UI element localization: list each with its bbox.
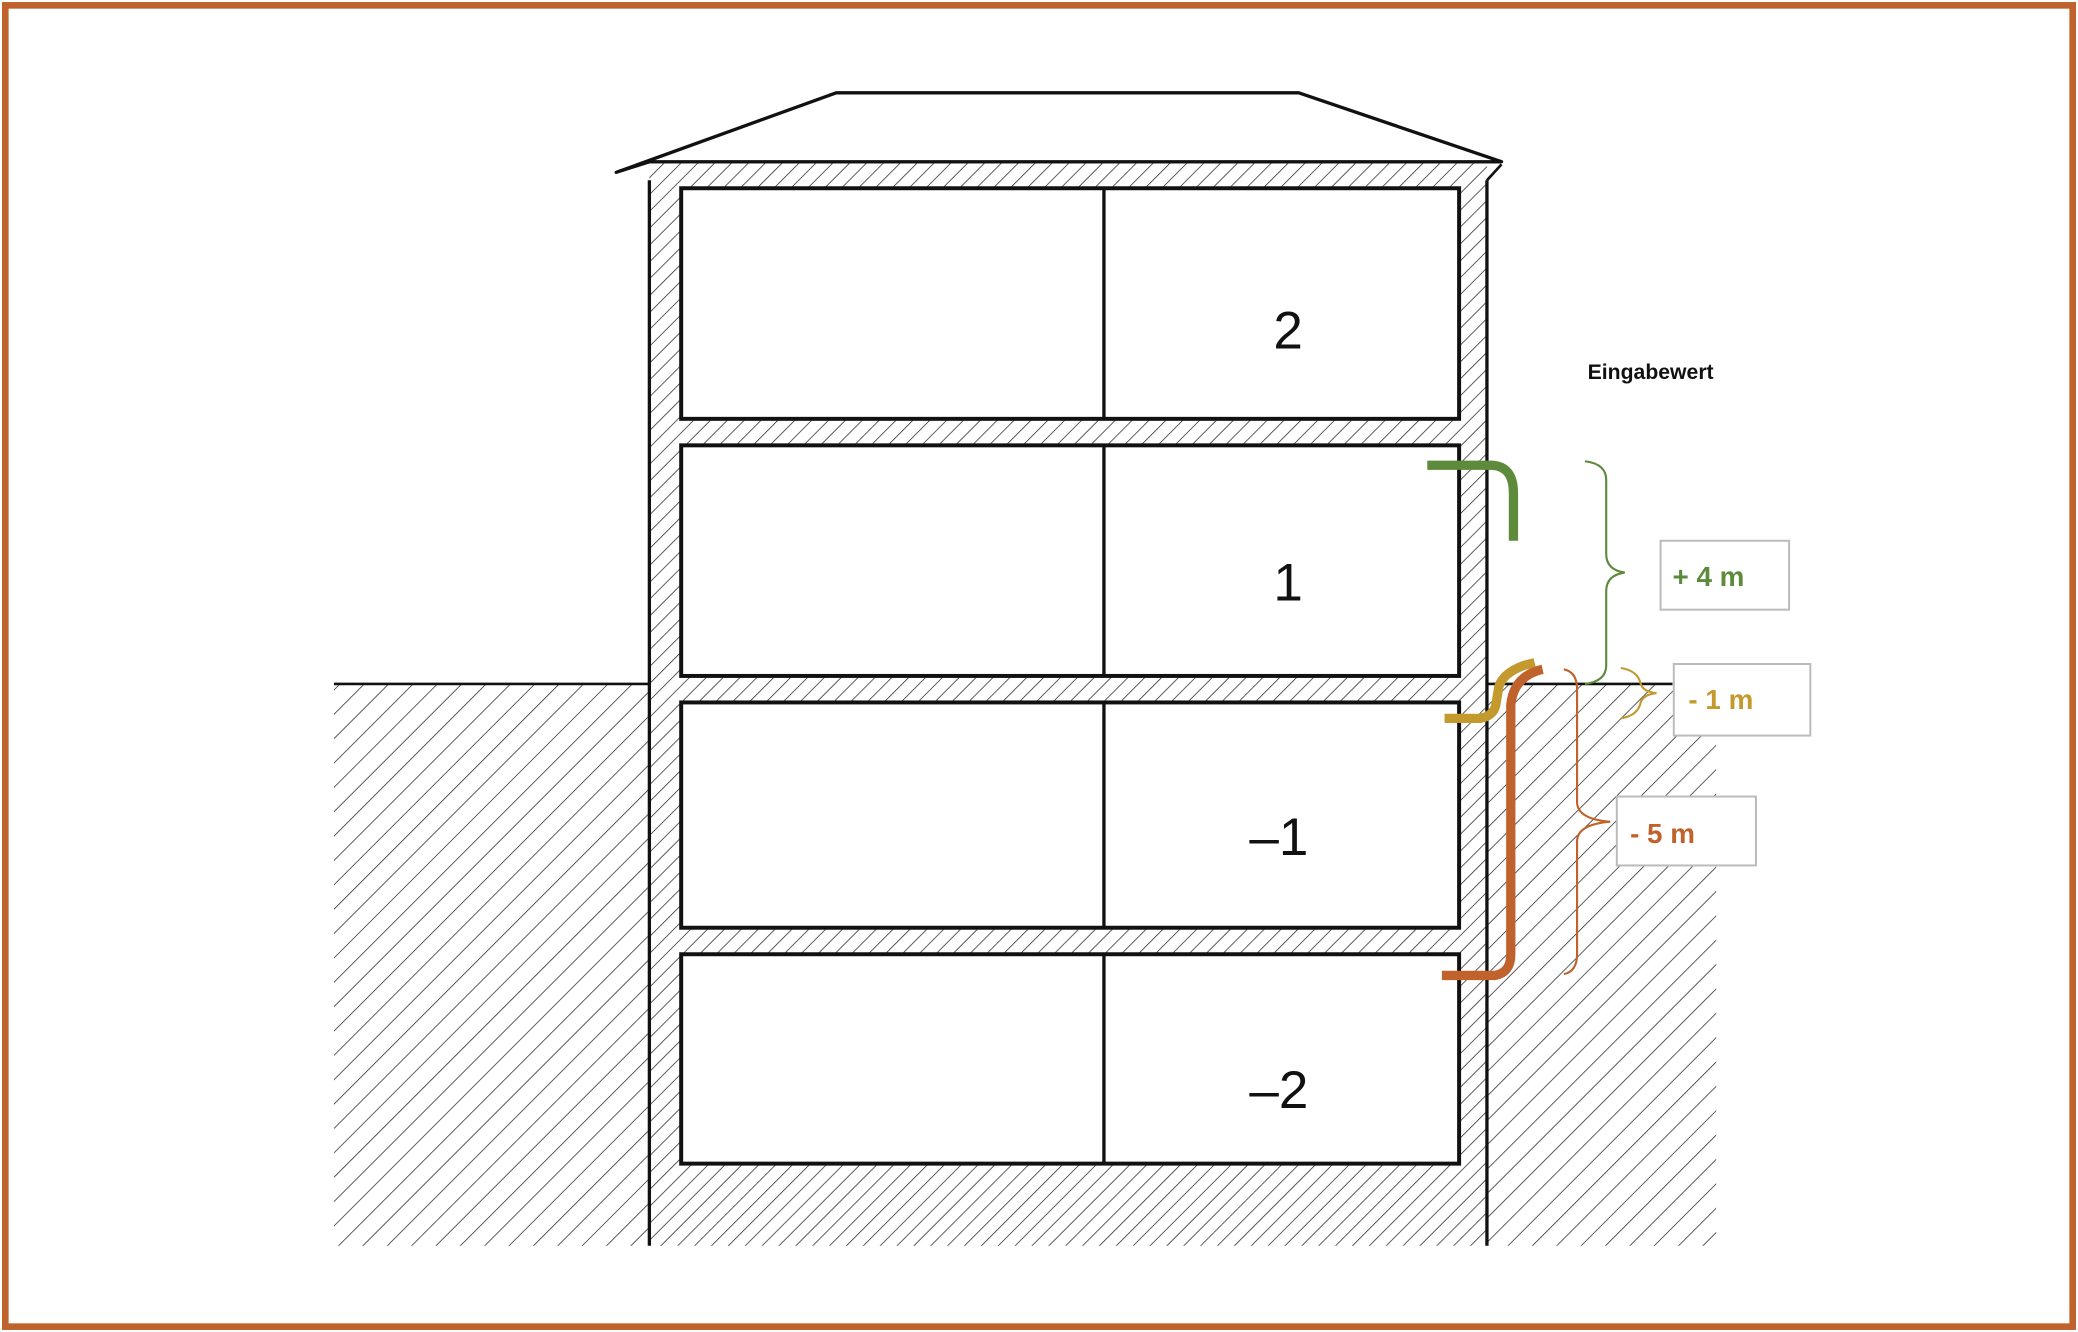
- brace-minus5: [1563, 668, 1611, 976]
- floor-minus2-rooms: [679, 952, 1462, 1166]
- pipe-minus1: [1444, 658, 1536, 723]
- roof: [614, 91, 1504, 174]
- floor-minus1-rooms: [679, 700, 1462, 930]
- brace-plus4: [1584, 460, 1625, 685]
- floor-label-minus1: –1: [1249, 808, 1308, 867]
- floor-2-rooms: [679, 186, 1462, 421]
- svg-text:- 1 m: - 1 m: [1688, 684, 1753, 715]
- ground: [333, 682, 1717, 1246]
- value-box-minus5: - 5 m: [1615, 795, 1757, 867]
- pipe-minus5: [1441, 664, 1544, 981]
- value-box-plus4: + 4 m: [1659, 539, 1791, 611]
- svg-text:- 5 m: - 5 m: [1630, 818, 1695, 849]
- floor-1-rooms: [679, 443, 1462, 678]
- floor-label-minus2: –2: [1249, 1061, 1308, 1120]
- brace-minus1: [1620, 666, 1657, 720]
- value-box-minus1: - 1 m: [1672, 663, 1812, 737]
- input-value-heading: Eingabewert: [1588, 361, 1714, 384]
- floor-label-1: 1: [1273, 553, 1302, 612]
- svg-text:+ 4 m: + 4 m: [1672, 561, 1744, 592]
- pipe-plus4: [1427, 460, 1519, 541]
- rooms: [679, 186, 1462, 1166]
- floor-label-2: 2: [1273, 302, 1302, 361]
